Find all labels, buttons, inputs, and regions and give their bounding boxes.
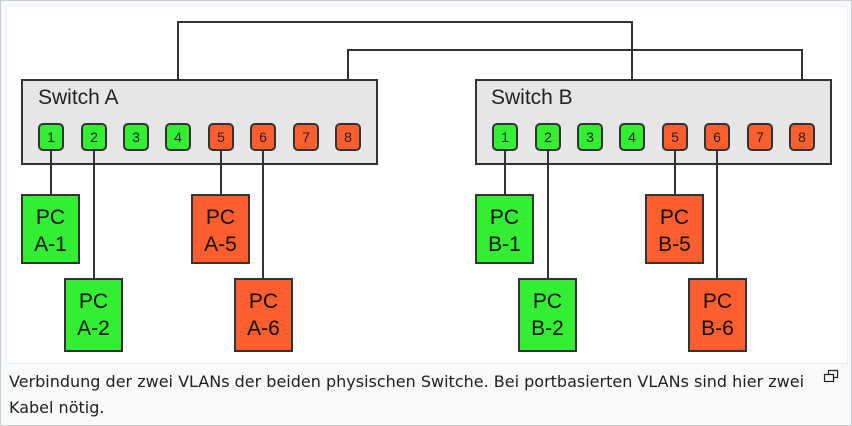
- pc-a-6: PC A-6: [234, 278, 293, 352]
- svg-text:A-1: A-1: [34, 233, 67, 256]
- svg-text:A-6: A-6: [247, 317, 280, 340]
- pc-b-5: PC B-5: [645, 194, 704, 264]
- figure-caption: Verbindung der zwei VLANs der beiden phy…: [9, 372, 805, 417]
- switch-a-port-4: 4: [165, 123, 191, 151]
- pc-b-6: PC B-6: [688, 278, 747, 352]
- pc-a-1: PC A-1: [21, 194, 80, 264]
- switch-a-port-2: 2: [81, 123, 107, 151]
- svg-text:PC: PC: [249, 290, 278, 313]
- pc-cables: [50, 150, 718, 279]
- svg-text:1: 1: [47, 129, 55, 145]
- svg-text:B-6: B-6: [701, 317, 734, 340]
- svg-text:PC: PC: [79, 290, 108, 313]
- svg-text:A-5: A-5: [204, 233, 237, 256]
- switch-b-port-7: 7: [747, 123, 773, 151]
- pc-a-2: PC A-2: [64, 278, 123, 352]
- svg-text:6: 6: [259, 129, 267, 145]
- svg-text:5: 5: [671, 129, 679, 145]
- svg-text:PC: PC: [490, 206, 519, 229]
- svg-text:B-2: B-2: [531, 317, 564, 340]
- svg-text:1: 1: [501, 129, 509, 145]
- switch-a-port-1: 1: [38, 123, 64, 151]
- svg-text:8: 8: [344, 129, 352, 145]
- switch-b-port-8: 8: [789, 123, 815, 151]
- svg-text:B-5: B-5: [658, 233, 691, 256]
- svg-text:PC: PC: [660, 206, 689, 229]
- svg-text:2: 2: [544, 129, 552, 145]
- trunk-cable-port4: [177, 21, 633, 124]
- svg-text:8: 8: [798, 129, 806, 145]
- svg-text:A-2: A-2: [77, 317, 110, 340]
- svg-text:3: 3: [586, 129, 594, 145]
- switch-a-body: [21, 79, 378, 165]
- switch-a-port-8: 8: [335, 123, 361, 151]
- svg-text:5: 5: [217, 129, 225, 145]
- switch-b-port-2: 2: [535, 123, 561, 151]
- switch-b-port-6: 6: [704, 123, 730, 151]
- svg-text:PC: PC: [703, 290, 732, 313]
- switch-a-label: Switch A: [38, 86, 119, 109]
- svg-text:7: 7: [756, 129, 764, 145]
- svg-text:PC: PC: [533, 290, 562, 313]
- svg-text:7: 7: [302, 129, 310, 145]
- svg-text:3: 3: [132, 129, 140, 145]
- svg-text:2: 2: [90, 129, 98, 145]
- switch-b: Switch B: [475, 79, 832, 165]
- svg-text:PC: PC: [36, 206, 65, 229]
- switch-a-port-5: 5: [208, 123, 234, 151]
- pc-b-2: PC B-2: [518, 278, 577, 352]
- pc-b-1: PC B-1: [475, 194, 534, 264]
- switch-a-ports: 1 2 3 4 5 6 7 8: [38, 123, 361, 151]
- svg-text:PC: PC: [206, 206, 235, 229]
- switch-a-port-7: 7: [293, 123, 319, 151]
- switch-b-body: [475, 79, 832, 165]
- switch-a-port-6: 6: [250, 123, 276, 151]
- svg-text:4: 4: [174, 129, 182, 145]
- switch-b-port-4: 4: [619, 123, 645, 151]
- switch-a: Switch A: [21, 79, 378, 165]
- switch-b-port-5: 5: [662, 123, 688, 151]
- svg-text:4: 4: [628, 129, 636, 145]
- switch-b-port-3: 3: [577, 123, 603, 151]
- diagram-image[interactable]: Switch A Switch B 1 2: [6, 6, 848, 364]
- svg-text:B-1: B-1: [488, 233, 521, 256]
- pc-a-5: PC A-5: [191, 194, 250, 264]
- switch-b-label: Switch B: [491, 86, 573, 109]
- switch-b-ports: 1 2 3 4 5 6 7 8: [492, 123, 815, 151]
- vlan-diagram: Switch A Switch B 1 2: [21, 21, 832, 352]
- switch-a-port-3: 3: [123, 123, 149, 151]
- enlarge-icon[interactable]: [823, 369, 839, 383]
- svg-text:6: 6: [713, 129, 721, 145]
- switch-b-port-1: 1: [492, 123, 518, 151]
